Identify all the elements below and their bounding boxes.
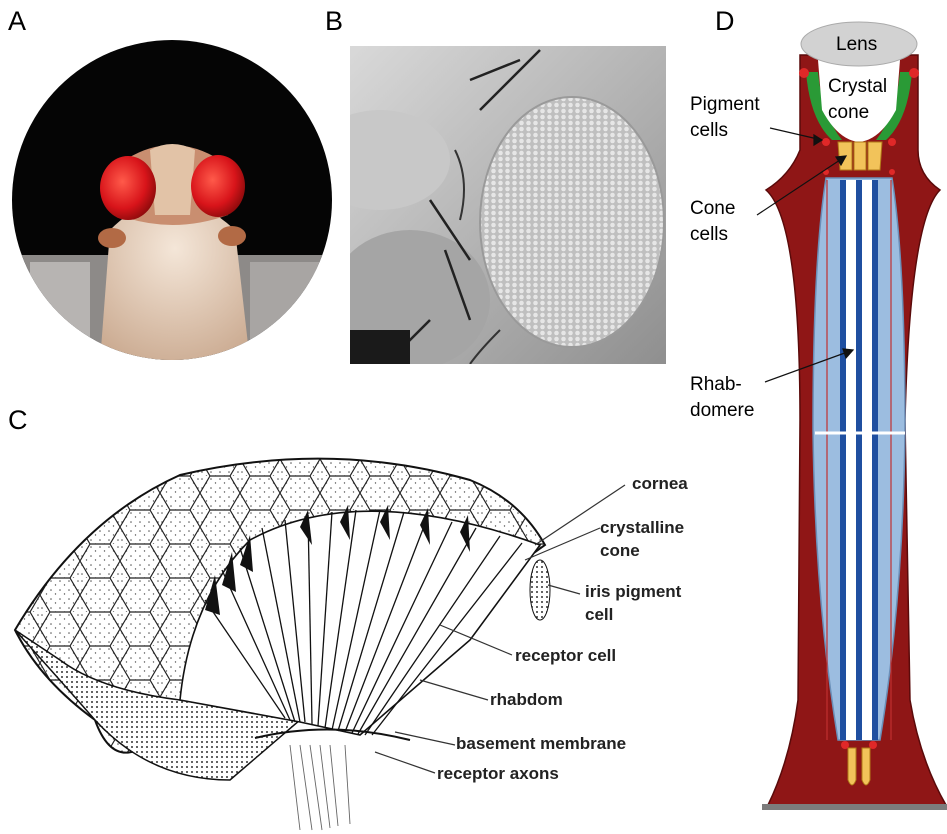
label-receptor-axons: receptor axons: [437, 764, 559, 784]
label-crystalline-cone: crystalline cone: [600, 516, 684, 562]
panel-c-letter: C: [8, 405, 28, 436]
panel-b-letter: B: [325, 6, 343, 37]
label-pigment-cells: Pigment cells: [690, 92, 760, 144]
panel-a-letter: A: [8, 6, 26, 37]
rhabdomere-2: [856, 180, 862, 740]
label-crystal-cone: Crystal cone: [828, 74, 887, 126]
panel-d-letter: D: [715, 6, 735, 37]
label-cone-cells: Cone cells: [690, 196, 735, 248]
compound-eye: [480, 97, 664, 347]
label-basement-membrane: basement membrane: [456, 734, 626, 754]
fly-right-eye: [191, 155, 245, 217]
label-lens: Lens: [836, 32, 877, 58]
label-rhabdom: rhabdom: [490, 690, 563, 710]
rhabdomere-3: [872, 180, 878, 740]
pigment-sheath: [766, 55, 946, 805]
label-receptor-cell: receptor cell: [515, 646, 616, 666]
photoreceptor-cells: [813, 178, 905, 740]
cone-cells: [838, 142, 882, 170]
label-cornea: cornea: [632, 474, 688, 494]
rhabdomere-1: [840, 180, 846, 740]
label-rhabdomere: Rhab- domere: [690, 372, 754, 424]
label-iris-pigment-cell: iris pigment cell: [585, 580, 681, 626]
fly-left-eye: [100, 156, 156, 220]
